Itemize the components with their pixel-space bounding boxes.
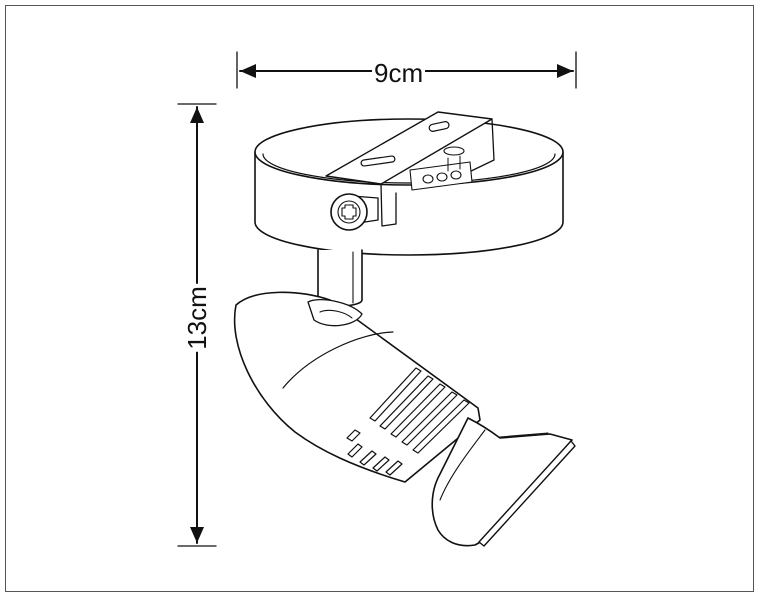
head-ring-line bbox=[282, 331, 394, 389]
canopy-inner-rim bbox=[262, 153, 556, 184]
bracket-slot-top bbox=[428, 121, 450, 132]
terminal-block bbox=[409, 146, 473, 191]
height-dimension-label: 13cm bbox=[182, 284, 212, 352]
lower-vents bbox=[346, 429, 403, 476]
height-arrowhead-top bbox=[190, 107, 204, 123]
spotlight-head bbox=[233, 291, 481, 483]
drawing-frame bbox=[5, 5, 754, 592]
mounting-canopy bbox=[254, 111, 564, 256]
height-arrowhead-bottom bbox=[190, 527, 204, 543]
canopy-screw bbox=[330, 193, 379, 231]
width-arrowhead-left bbox=[240, 64, 256, 78]
upper-vents bbox=[369, 367, 470, 454]
bracket-slot-lower bbox=[360, 155, 396, 167]
width-arrowhead-right bbox=[557, 64, 573, 78]
width-dimension-label: 9cm bbox=[372, 58, 426, 88]
swivel-joint bbox=[307, 299, 363, 327]
head-body bbox=[233, 291, 481, 483]
reflector-bulb bbox=[431, 417, 576, 547]
bracket-left-flange bbox=[380, 183, 397, 227]
